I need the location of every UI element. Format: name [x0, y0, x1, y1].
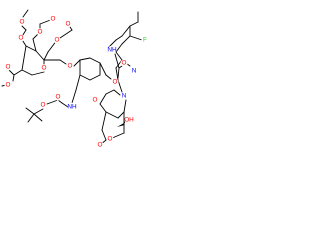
hydroxyl-label: OH — [124, 117, 134, 124]
bond-line — [75, 74, 81, 91]
bond-line — [79, 74, 91, 81]
oxygen-label: O — [38, 29, 43, 36]
oxygen-label: O — [41, 102, 46, 109]
nitrogen-label: NH — [107, 47, 117, 54]
bond-line — [25, 107, 35, 115]
nitrogen-label: N — [132, 68, 137, 75]
atom-n-quinoline: N — [130, 67, 138, 75]
bond-line — [73, 59, 81, 67]
bond-line — [114, 53, 120, 69]
bond-line — [118, 65, 123, 69]
oxygen-label: O — [20, 19, 25, 26]
bond-line — [27, 113, 35, 123]
bond-line — [13, 69, 23, 76]
oxygen-label: O — [93, 97, 98, 104]
bond-line — [43, 51, 49, 61]
bond-line — [121, 25, 131, 37]
bond-line — [12, 74, 15, 82]
bond-line — [129, 35, 143, 41]
bond-line — [115, 35, 123, 41]
bond-line — [59, 59, 67, 65]
oxygen-label: O — [19, 35, 24, 42]
bond-line — [117, 111, 125, 119]
bond-line — [99, 93, 107, 105]
molecule-structure: O O O O O O O O O O O O — [1, 9, 149, 149]
nitrogen-label: NH — [67, 104, 77, 111]
bond-line — [123, 99, 127, 113]
bond-line — [79, 57, 91, 61]
bond-line — [129, 21, 139, 27]
bond-line — [31, 71, 45, 76]
atom-o-ac1-link: O — [17, 34, 25, 42]
bond-line — [105, 89, 115, 95]
atom-oh: OH — [124, 115, 134, 125]
atom-n-pyridone: N — [120, 92, 128, 100]
bond-line — [71, 89, 77, 104]
bond-line — [101, 111, 107, 131]
atom-o-lactone-ring: O — [106, 135, 114, 143]
bond-line — [22, 9, 29, 18]
bond-line — [101, 129, 107, 141]
atom-o-ac2: O — [49, 15, 57, 23]
bond-line — [33, 108, 44, 115]
oxygen-label: O — [113, 79, 118, 86]
bond-line — [35, 50, 45, 61]
oxygen-label: O — [122, 60, 127, 67]
atom-o-lactone-carbonyl: O — [96, 141, 104, 149]
bond-line — [121, 35, 131, 45]
bond-line — [61, 102, 69, 108]
bond-line — [115, 67, 119, 81]
oxygen-label: O — [66, 21, 71, 28]
bond-line — [105, 74, 112, 80]
atom-o-ring: O — [40, 64, 48, 72]
bond-line — [25, 45, 37, 52]
atom-o-glyco: O — [66, 62, 74, 70]
bond-line — [99, 103, 107, 113]
fluorine-label: F — [143, 37, 147, 44]
atom-o-ester: O — [4, 63, 12, 71]
bond-line — [99, 62, 107, 76]
atom-o-benzyl: O — [111, 78, 119, 86]
bond-line — [46, 99, 59, 105]
atom-o-ac3-link: O — [53, 36, 61, 44]
bond-line — [21, 25, 27, 31]
oxygen-label: O — [6, 64, 11, 71]
atom-o-ac2-link: O — [36, 28, 44, 36]
bond-line — [33, 113, 43, 122]
oxygen-label: O — [6, 82, 11, 89]
bond-line — [117, 67, 120, 79]
oxygen-label: O — [55, 37, 60, 44]
bond-lines — [1, 9, 143, 146]
bond-line — [115, 43, 123, 53]
nitrogen-label: N — [122, 93, 127, 100]
bond-line — [21, 69, 33, 76]
atom-nh-carbamate: NH — [107, 45, 117, 55]
atom-o-ac1: O — [18, 18, 26, 26]
atom-o-carbamate-carbonyl: O — [120, 59, 128, 67]
bond-line — [117, 79, 123, 93]
bond-line — [21, 45, 27, 71]
oxygen-label: O — [42, 65, 47, 72]
oxygen-label: O — [108, 136, 113, 143]
atom-f: F — [141, 36, 149, 44]
bond-line — [105, 111, 119, 119]
oxygen-label: O — [56, 94, 61, 101]
atom-o-boc-link: O — [39, 101, 47, 109]
bond-line — [89, 57, 101, 64]
atom-o-boc-carbonyl: O — [54, 93, 62, 101]
stereo-wedge-bond — [117, 123, 125, 127]
atom-o-ester-link: O — [4, 81, 12, 89]
atom-o-pyridone: O — [91, 96, 99, 104]
bond-line — [115, 51, 123, 61]
oxygen-label: O — [68, 63, 73, 70]
bond-line — [113, 89, 121, 96]
bond-line — [89, 74, 101, 81]
atom-nh-boc: NH — [67, 102, 77, 112]
bond-line — [108, 39, 117, 48]
bond-line — [8, 69, 15, 76]
atom-o-ac3: O — [64, 20, 72, 28]
oxygen-label: O — [98, 142, 103, 149]
bond-line — [32, 38, 37, 52]
oxygen-label: O — [51, 16, 56, 23]
